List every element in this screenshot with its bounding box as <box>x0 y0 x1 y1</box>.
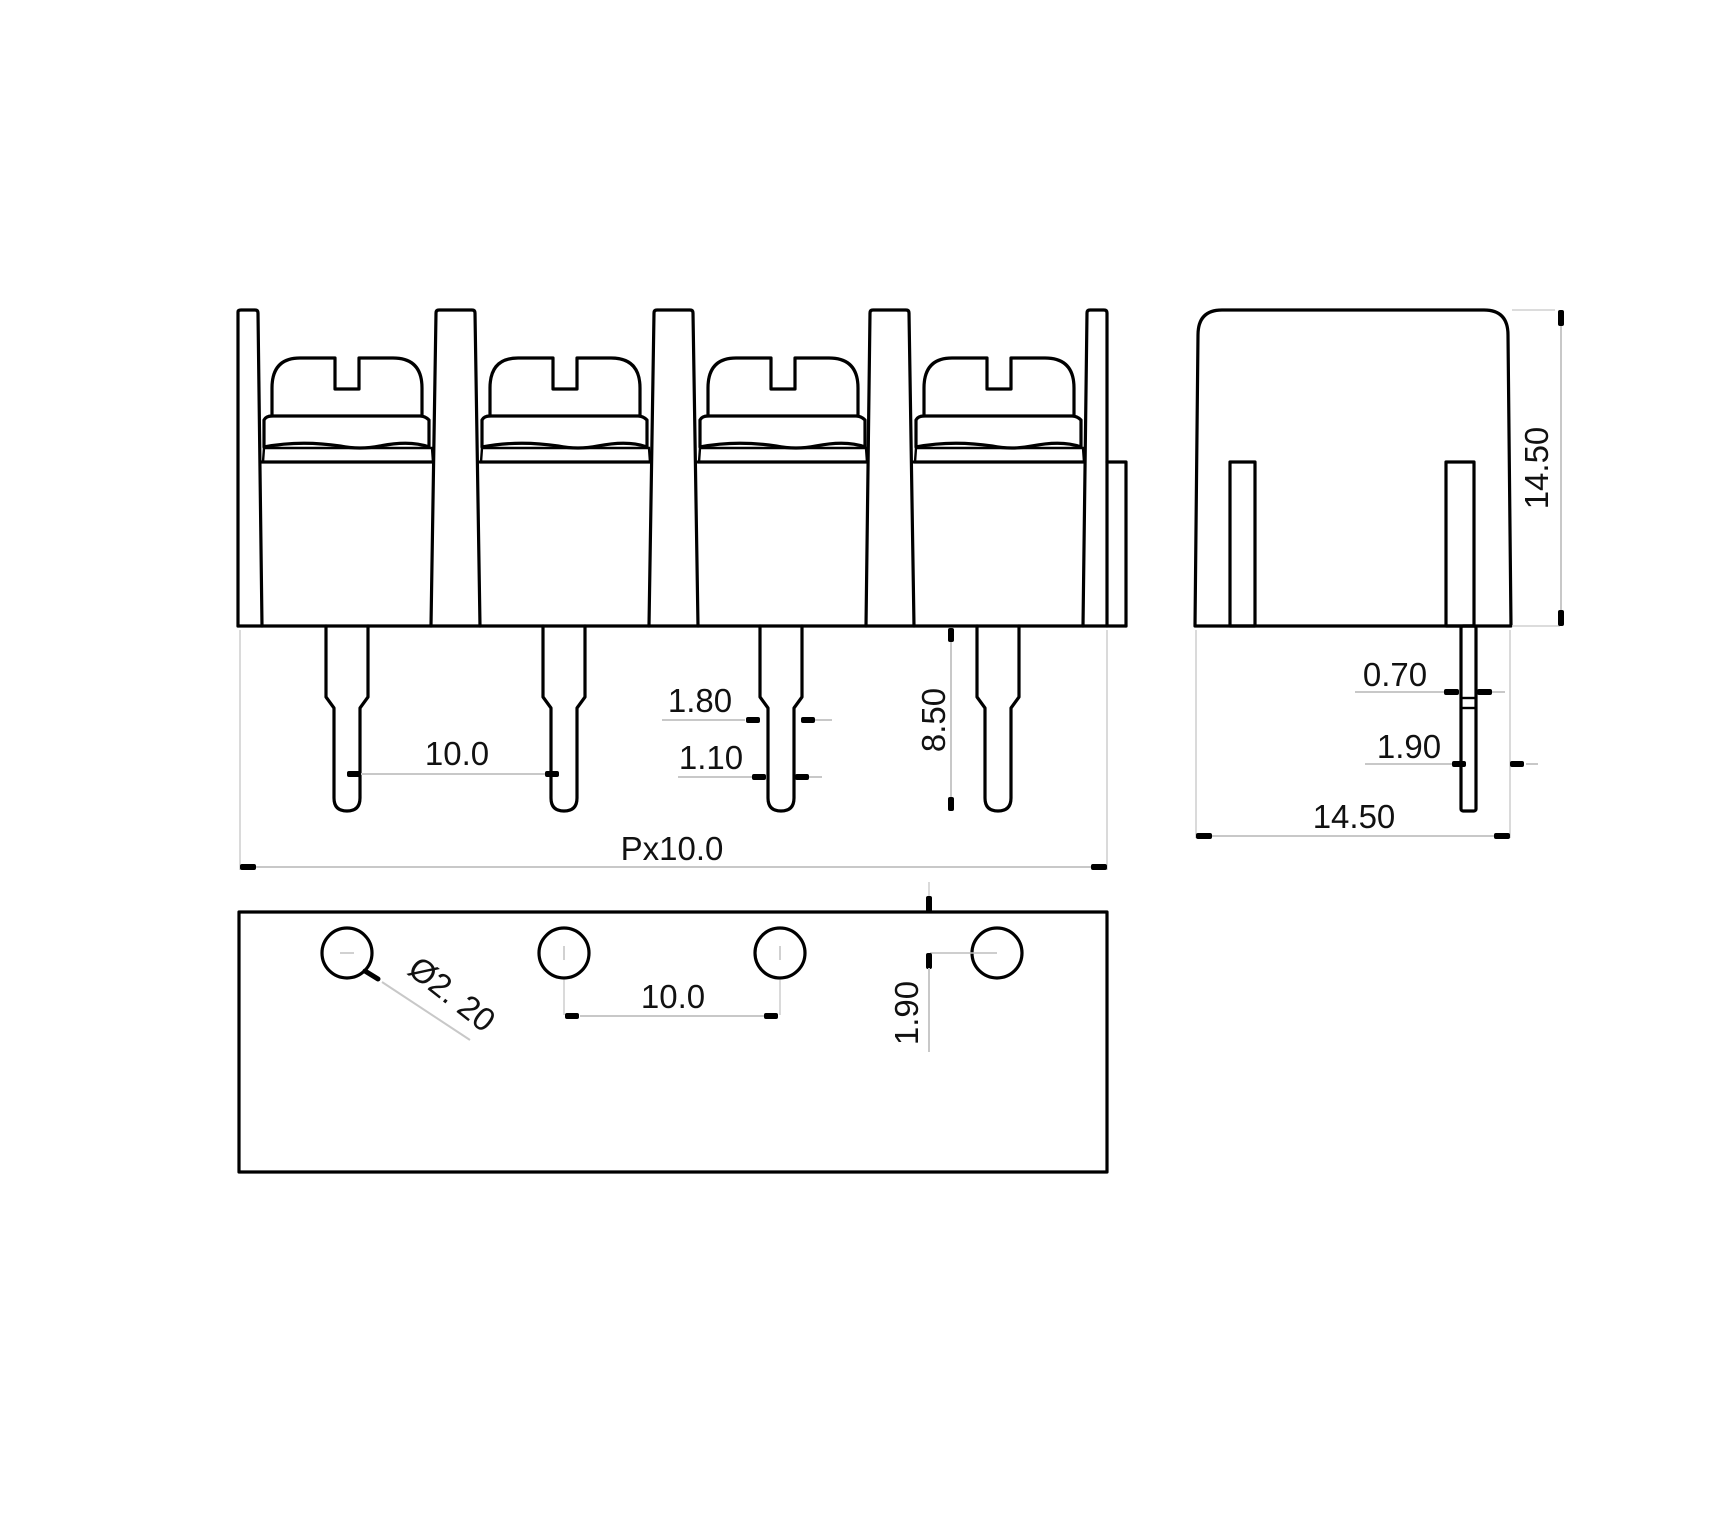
bottom-outline <box>237 910 1109 1174</box>
terminal-1 <box>260 356 435 464</box>
dim-pin-shoulder: 1.80 <box>662 682 832 723</box>
terminal-4 <box>912 356 1086 464</box>
pin-2 <box>541 624 587 813</box>
dim-hole-diameter: Ø2. 20 <box>362 949 503 1041</box>
screw-head-icon <box>922 356 1076 418</box>
side-rib-left <box>1228 460 1257 628</box>
washer <box>914 414 1083 450</box>
pin-1 <box>324 624 370 813</box>
label-hole-edge-offset: 1.90 <box>888 981 925 1045</box>
dim-side-depth: 14.50 <box>1196 798 1510 839</box>
pin-3 <box>758 624 804 813</box>
washer <box>262 414 431 450</box>
screw-head-icon <box>706 356 860 418</box>
side-body <box>1193 308 1513 628</box>
dim-pin-pitch: 10.0 <box>347 735 559 777</box>
pcb-hole-2 <box>537 926 591 980</box>
side-rib-right <box>1444 460 1476 628</box>
dim-side-pin-thickness: 0.70 <box>1355 656 1505 695</box>
pcb-hole-4 <box>930 926 1024 980</box>
washer <box>480 414 649 450</box>
label-side-height: 14.50 <box>1518 427 1555 510</box>
label-pin-length: 8.50 <box>915 688 952 752</box>
dim-side-pin-offset: 1.90 <box>1365 728 1538 767</box>
screw-head-icon <box>270 356 424 418</box>
dim-hole-edge-offset: 1.90 <box>888 882 932 1052</box>
label-overall-length: Px10.0 <box>621 830 724 867</box>
dim-pin-tip: 1.10 <box>678 739 822 780</box>
side-view: 14.50 0.70 1.90 14.50 <box>1193 308 1564 839</box>
bottom-view: Ø2. 20 10.0 1.90 <box>237 882 1109 1174</box>
label-side-depth: 14.50 <box>1313 798 1396 835</box>
label-pin-pitch: 10.0 <box>425 735 489 772</box>
label-hole-pitch: 10.0 <box>641 978 705 1015</box>
label-pin-shoulder: 1.80 <box>668 682 732 719</box>
side-pin <box>1459 624 1478 813</box>
pcb-hole-3 <box>753 926 807 980</box>
barrier-1 <box>236 308 264 628</box>
dim-side-height: 14.50 <box>1512 309 1564 627</box>
front-view: 10.0 1.80 1.10 8.50 <box>236 308 1128 870</box>
barrier-2 <box>429 308 482 628</box>
dim-pin-length: 8.50 <box>915 628 954 811</box>
dim-overall-length: Px10.0 <box>240 830 1107 870</box>
label-hole-diameter: Ø2. 20 <box>402 949 503 1039</box>
dim-hole-pitch: 10.0 <box>563 978 781 1019</box>
label-pin-tip: 1.10 <box>679 739 743 776</box>
washer <box>698 414 867 450</box>
pcb-hole-1 <box>320 926 374 980</box>
barrier-3 <box>647 308 700 628</box>
pin-4 <box>975 624 1021 813</box>
label-side-pin-offset: 1.90 <box>1377 728 1441 765</box>
label-side-pin-thickness: 0.70 <box>1363 656 1427 693</box>
screw-head-icon <box>488 356 642 418</box>
barrier-4 <box>864 308 916 628</box>
barrier-5 <box>1081 308 1109 628</box>
terminal-2 <box>478 356 652 464</box>
end-block <box>1105 460 1128 628</box>
terminal-3 <box>696 356 869 464</box>
